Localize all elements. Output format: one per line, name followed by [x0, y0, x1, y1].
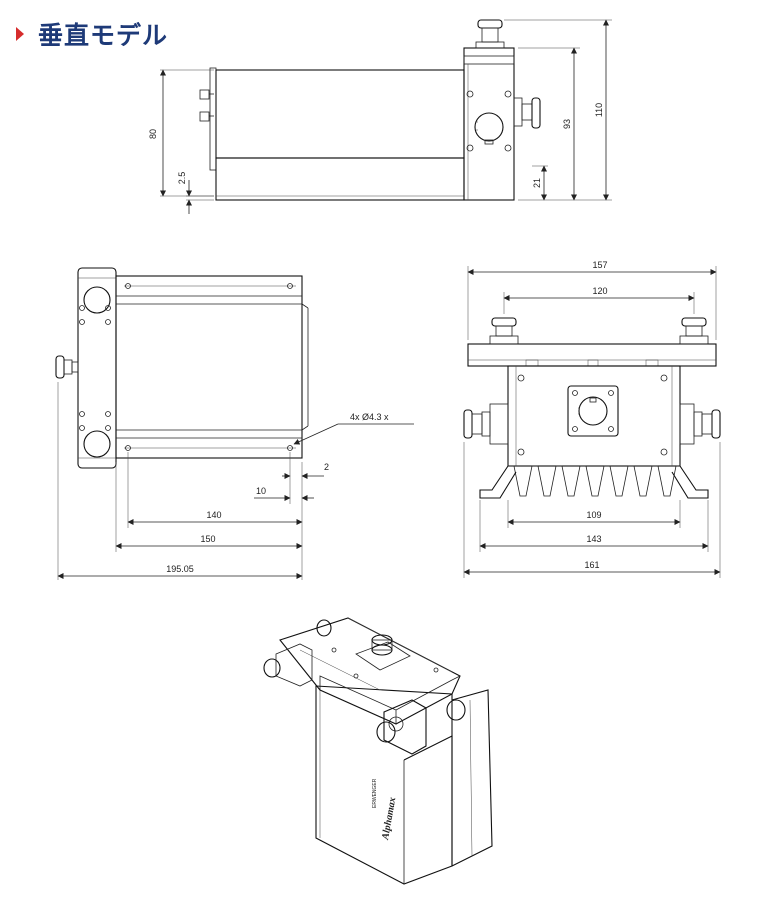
hole-note: 4x Ø4.3 x: [350, 412, 389, 422]
dim-110: 110: [594, 103, 604, 117]
section-header: 垂直モデル: [16, 18, 168, 50]
dim-140: 140: [206, 510, 221, 520]
dim-109: 109: [586, 510, 601, 520]
dim-150: 150: [200, 534, 215, 544]
top-view: 4x Ø4.3 x 2 10 140 150 195.05: [55, 267, 414, 580]
dim-10: 10: [256, 486, 266, 496]
dim-120: 120: [592, 286, 607, 296]
dim-195: 195.05: [166, 564, 194, 574]
dim-161: 161: [584, 560, 599, 570]
dim-93: 93: [562, 119, 572, 129]
red-triangle-icon: [16, 27, 24, 41]
side-view: 80 2.5 93 110 21: [148, 19, 612, 214]
dim-157: 157: [592, 260, 607, 270]
dim-143: 143: [586, 534, 601, 544]
dim-80: 80: [148, 129, 158, 139]
brand-small: ERWENGER: [372, 778, 378, 808]
front-view: 157 120 109 143 161: [463, 260, 721, 578]
dim-2-5: 2.5: [177, 172, 187, 185]
dim-2: 2: [324, 462, 329, 472]
brand-large: Alphamax: [380, 796, 398, 841]
section-title: 垂直モデル: [38, 21, 169, 50]
isometric-view: ERWENGER Alphamax: [263, 617, 493, 885]
dim-21: 21: [532, 178, 542, 188]
